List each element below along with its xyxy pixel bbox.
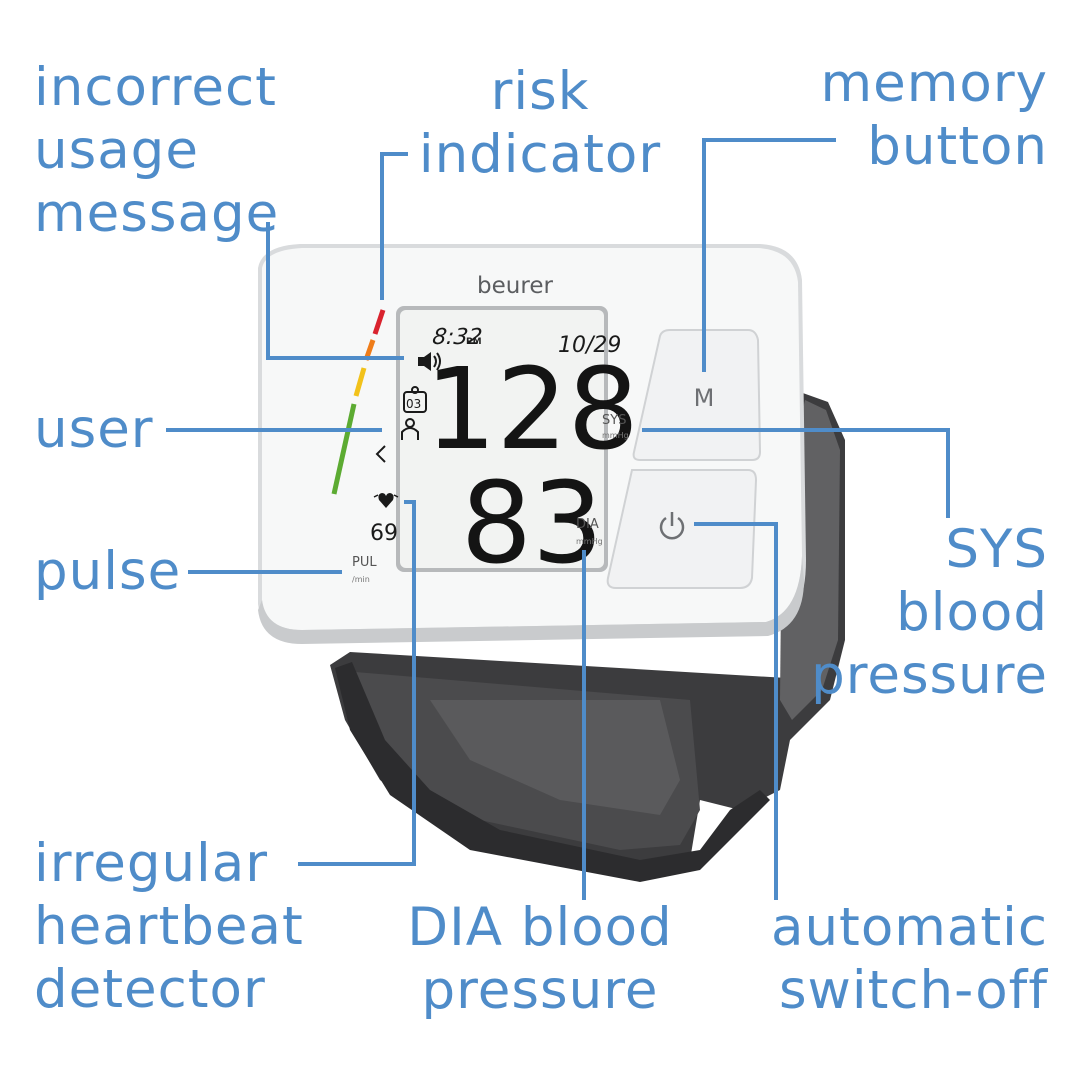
sys-label: SYS (602, 413, 626, 428)
label-line: incorrect (34, 57, 277, 118)
am-pm-indicator: PM (466, 337, 482, 347)
label-irregular-heartbeat-detector: irregular heartbeat detector (34, 832, 304, 1021)
brand-logo: beurer (477, 273, 553, 299)
label-line: indicator (418, 124, 662, 185)
leader-auto-switch-off (694, 522, 778, 900)
dia-label: DIA (576, 517, 599, 532)
time-display: 8:32 (431, 324, 484, 350)
label-line: heartbeat (34, 896, 304, 957)
label-automatic-switch-off: automatic switch-off (771, 896, 1048, 1022)
pul-unit: /min (352, 575, 370, 584)
user-number: 03 (406, 397, 421, 411)
systolic-value: 128 (425, 345, 639, 475)
label-line: pressure (421, 960, 659, 1021)
cuff-position-icon (375, 445, 386, 463)
label-line: pulse (34, 541, 182, 602)
label-pulse: pulse (34, 540, 181, 603)
lcd-screen (396, 306, 608, 572)
person-icon (401, 418, 419, 440)
leader-memory-button (702, 138, 836, 372)
user-memory-icon (403, 386, 427, 413)
leader-sys (642, 428, 950, 518)
memory-button[interactable] (632, 329, 762, 461)
pul-label: PUL (352, 555, 377, 570)
memory-button-label: M (694, 384, 715, 412)
label-line: SYS (945, 519, 1048, 580)
label-line: message (34, 183, 280, 244)
label-line: DIA blood (407, 897, 673, 958)
label-line: detector (34, 959, 266, 1020)
label-line: button (867, 116, 1048, 177)
label-line: usage (34, 120, 199, 181)
leader-irregular-heartbeat (298, 500, 416, 866)
label-line: switch-off (778, 960, 1048, 1021)
label-sys-blood-pressure: SYS blood pressure (811, 518, 1048, 707)
label-incorrect-usage-message: incorrect usage message (34, 56, 279, 245)
leader-lines (166, 138, 950, 900)
label-risk-indicator: risk indicator (400, 60, 680, 186)
label-line: irregular (34, 833, 269, 894)
dia-unit: mmHg (576, 537, 603, 546)
pulse-value: 69 (370, 521, 398, 546)
speaker-icon (418, 352, 441, 371)
label-line: automatic (770, 897, 1048, 958)
leader-risk-indicator (380, 152, 408, 300)
heart-icon (373, 493, 399, 508)
power-icon (659, 512, 685, 540)
label-line: blood (896, 582, 1048, 643)
risk-indicator-bar (331, 309, 386, 495)
label-line: memory (820, 53, 1048, 114)
label-dia-blood-pressure: DIA blood pressure (390, 896, 690, 1022)
date-display: 10/29 (558, 333, 621, 358)
label-line: risk (490, 61, 590, 122)
label-line: user (34, 399, 154, 460)
label-user: user (34, 398, 154, 461)
label-line: pressure (811, 645, 1048, 706)
sys-unit: mmHg (602, 431, 629, 440)
label-memory-button: memory button (821, 52, 1048, 178)
leader-incorrect-usage (266, 222, 404, 360)
diastolic-value: 83 (461, 459, 604, 589)
